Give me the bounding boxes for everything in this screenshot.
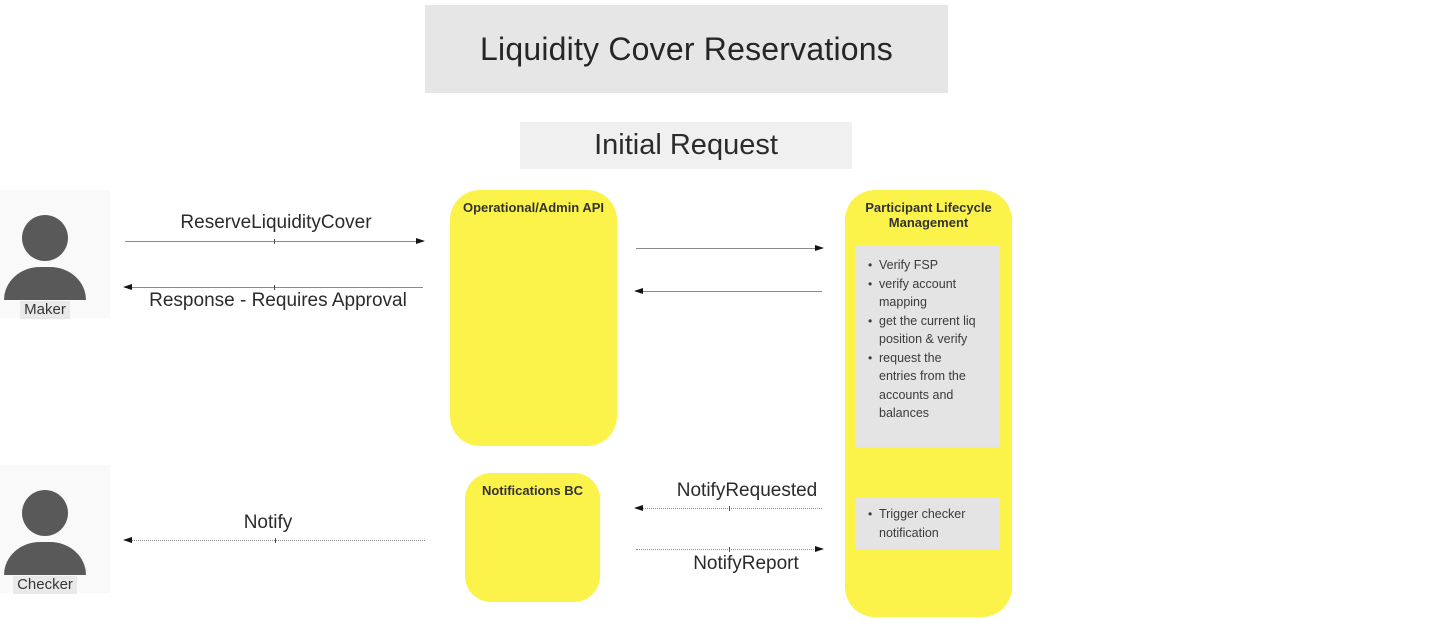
task-item: Trigger checker notification bbox=[861, 505, 980, 542]
plm-notification-tasks-panel: Trigger checker notification bbox=[855, 498, 1000, 549]
arrow-plm-to-adminapi bbox=[634, 288, 822, 294]
arrow-midpoint-tick bbox=[729, 547, 730, 552]
message-label-notify: Notify bbox=[243, 512, 293, 533]
arrow-notify bbox=[123, 537, 425, 543]
arrowhead-left-icon bbox=[123, 284, 132, 290]
task-item: get the current liq position & verify bbox=[861, 312, 980, 349]
person-head bbox=[22, 215, 68, 261]
arrow-midpoint-tick bbox=[274, 285, 275, 290]
arrowhead-left-icon bbox=[634, 505, 643, 511]
plm-initial-tasks-panel: Verify FSPverify account mappingget the … bbox=[855, 245, 1000, 447]
plm-notification-tasks-list: Trigger checker notification bbox=[855, 501, 1000, 546]
service-admin-api-title: Operational/Admin API bbox=[462, 200, 605, 215]
arrowhead-left-icon bbox=[634, 288, 643, 294]
diagram-title: Liquidity Cover Reservations bbox=[425, 5, 948, 93]
arrow-notify-report bbox=[636, 546, 824, 552]
plm-initial-tasks-list: Verify FSPverify account mappingget the … bbox=[855, 245, 1000, 431]
task-item: verify account mapping bbox=[861, 275, 980, 312]
person-icon bbox=[0, 465, 90, 575]
message-label-notify-requested: NotifyRequested bbox=[676, 480, 818, 501]
arrow-midpoint-tick bbox=[729, 506, 730, 511]
actor-maker-label: Maker bbox=[20, 301, 70, 319]
message-label-response-requires-approval: Response - Requires Approval bbox=[149, 290, 407, 311]
message-label-notify-report: NotifyReport bbox=[693, 553, 799, 574]
task-item: Verify FSP bbox=[861, 256, 980, 275]
person-head bbox=[22, 490, 68, 536]
arrow-midpoint-tick bbox=[275, 538, 276, 543]
service-notifications-bc-title: Notifications BC bbox=[481, 483, 584, 498]
person-icon bbox=[0, 190, 90, 300]
arrowhead-right-icon bbox=[815, 546, 824, 552]
person-torso bbox=[4, 264, 86, 300]
actor-checker: Checker bbox=[0, 465, 110, 594]
service-participant-lifecycle: Participant Lifecycle Management Verify … bbox=[845, 190, 1012, 617]
arrow-response-requires-approval bbox=[123, 284, 423, 290]
service-notifications-bc: Notifications BC bbox=[465, 473, 600, 602]
task-item: request the entries from the accounts an… bbox=[861, 349, 980, 423]
arrow-midpoint-tick bbox=[274, 239, 275, 244]
message-label-reserve-liquidity-cover: ReserveLiquidityCover bbox=[180, 212, 372, 233]
actor-maker: Maker bbox=[0, 190, 110, 319]
arrow-reserve-liquidity-cover bbox=[125, 238, 425, 244]
arrowhead-left-icon bbox=[123, 537, 132, 543]
arrowhead-right-icon bbox=[416, 238, 425, 244]
arrow-adminapi-to-plm bbox=[636, 245, 824, 251]
arrow-notify-requested bbox=[634, 505, 822, 511]
person-torso bbox=[4, 539, 86, 575]
service-admin-api: Operational/Admin API bbox=[450, 190, 617, 446]
service-participant-lifecycle-title: Participant Lifecycle Management bbox=[865, 200, 992, 230]
actor-checker-label: Checker bbox=[13, 576, 77, 594]
diagram-subtitle: Initial Request bbox=[520, 122, 852, 169]
arrowhead-right-icon bbox=[815, 245, 824, 251]
